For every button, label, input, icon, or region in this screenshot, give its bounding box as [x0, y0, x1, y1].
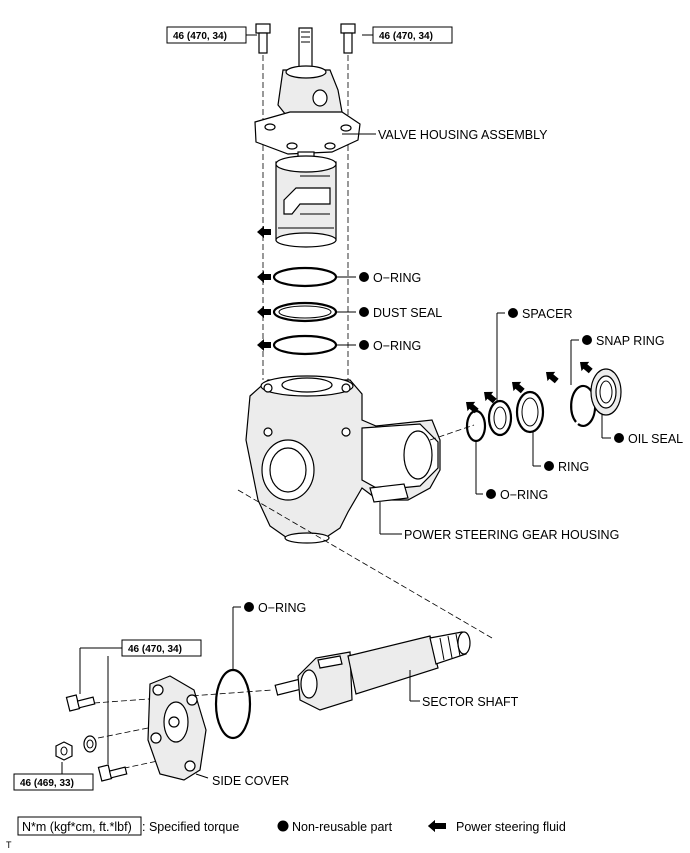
svg-text:N*m (kgf*cm, ft.*lbf): N*m (kgf*cm, ft.*lbf) [22, 820, 132, 834]
o-ring-housing-label: O−RING [500, 488, 548, 502]
oil-seal-label: OIL SEAL [628, 432, 683, 446]
nonreusable-dot-oil-seal [614, 433, 624, 443]
svg-text:46 (469, 33): 46 (469, 33) [20, 778, 74, 789]
torque-label-side-cover-bolts: 46 (470, 34) [121, 639, 202, 657]
torque-label-side-cover-nut: 46 (469, 33) [13, 773, 94, 791]
svg-text:: Specified torque: : Specified torque [142, 820, 239, 834]
o-ring-upper-label: O−RING [373, 271, 421, 285]
fluid-arrow-o-ring-lower [257, 339, 271, 351]
o-ring-housing [465, 409, 487, 443]
nonreusable-dot-ring [544, 461, 554, 471]
nonreusable-dot-o-ring-side [244, 602, 254, 612]
nonreusable-dot-o-ring-lower [359, 340, 369, 350]
sector-shaft-label: SECTOR SHAFT [422, 695, 519, 709]
svg-text:Non-reusable part: Non-reusable part [292, 820, 393, 834]
sector-shaft [274, 631, 471, 711]
valve-housing-bolt-right [340, 23, 356, 54]
snap-ring-label: SNAP RING [596, 334, 665, 348]
o-ring-side-cover [214, 668, 252, 740]
valve-housing-bolt-left [255, 23, 271, 54]
o-ring-lower [272, 334, 338, 356]
ring [515, 390, 545, 434]
fluid-arrow-ring [508, 377, 527, 396]
dust-seal [272, 301, 338, 323]
o-ring-lower-label: O−RING [373, 339, 421, 353]
torque-label-valve-left: 46 (470, 34) [166, 26, 247, 44]
legend: N*m (kgf*cm, ft.*lbf) : Specified torque… [17, 816, 566, 836]
valve-housing-assembly [254, 27, 361, 248]
side-cover-bolt-upper [65, 694, 96, 712]
side-cover-bolt-lower [97, 764, 128, 782]
valve-housing-label: VALVE HOUSING ASSEMBLY [378, 128, 548, 142]
power-steering-gear-housing [245, 375, 441, 544]
oil-seal [590, 368, 622, 416]
nonreusable-dot-o-ring-upper [359, 272, 369, 282]
fluid-arrow-o-ring-upper [257, 271, 271, 283]
dust-seal-label: DUST SEAL [373, 306, 442, 320]
legend-torque: N*m (kgf*cm, ft.*lbf) : Specified torque [17, 816, 239, 836]
nonreusable-dot-snap-ring [582, 335, 592, 345]
gear-housing-label: POWER STEERING GEAR HOUSING [404, 528, 619, 542]
o-ring-upper [272, 266, 338, 288]
nonreusable-dot-o-ring-housing [486, 489, 496, 499]
fluid-arrow-snap-ring [542, 367, 561, 386]
legend-fluid: Power steering fluid [428, 820, 566, 834]
svg-text:Power steering fluid: Power steering fluid [456, 820, 566, 834]
nonreusable-dot-spacer [508, 308, 518, 318]
nonreusable-dot-dust-seal [359, 307, 369, 317]
torque-label-valve-right: 46 (470, 34) [372, 26, 453, 44]
spacer [487, 399, 513, 437]
side-cover-washer [83, 735, 97, 753]
fluid-arrow-oil-seal [576, 357, 595, 376]
legend-nonreusable: Non-reusable part [277, 820, 393, 834]
svg-text:46 (470, 34): 46 (470, 34) [379, 31, 433, 42]
ring-label: RING [558, 460, 589, 474]
side-cover [147, 675, 207, 781]
fluid-arrow-dust-seal [257, 306, 271, 318]
spacer-label: SPACER [522, 307, 572, 321]
o-ring-side-label: O−RING [258, 601, 306, 615]
side-cover-label: SIDE COVER [212, 774, 289, 788]
fluid-arrow-valve [257, 226, 271, 238]
snap-ring [570, 384, 597, 427]
side-cover-nut [55, 741, 73, 761]
svg-text:46 (470, 34): 46 (470, 34) [128, 644, 182, 655]
svg-text:46 (470, 34): 46 (470, 34) [173, 31, 227, 42]
footer-mark: T [6, 840, 12, 850]
